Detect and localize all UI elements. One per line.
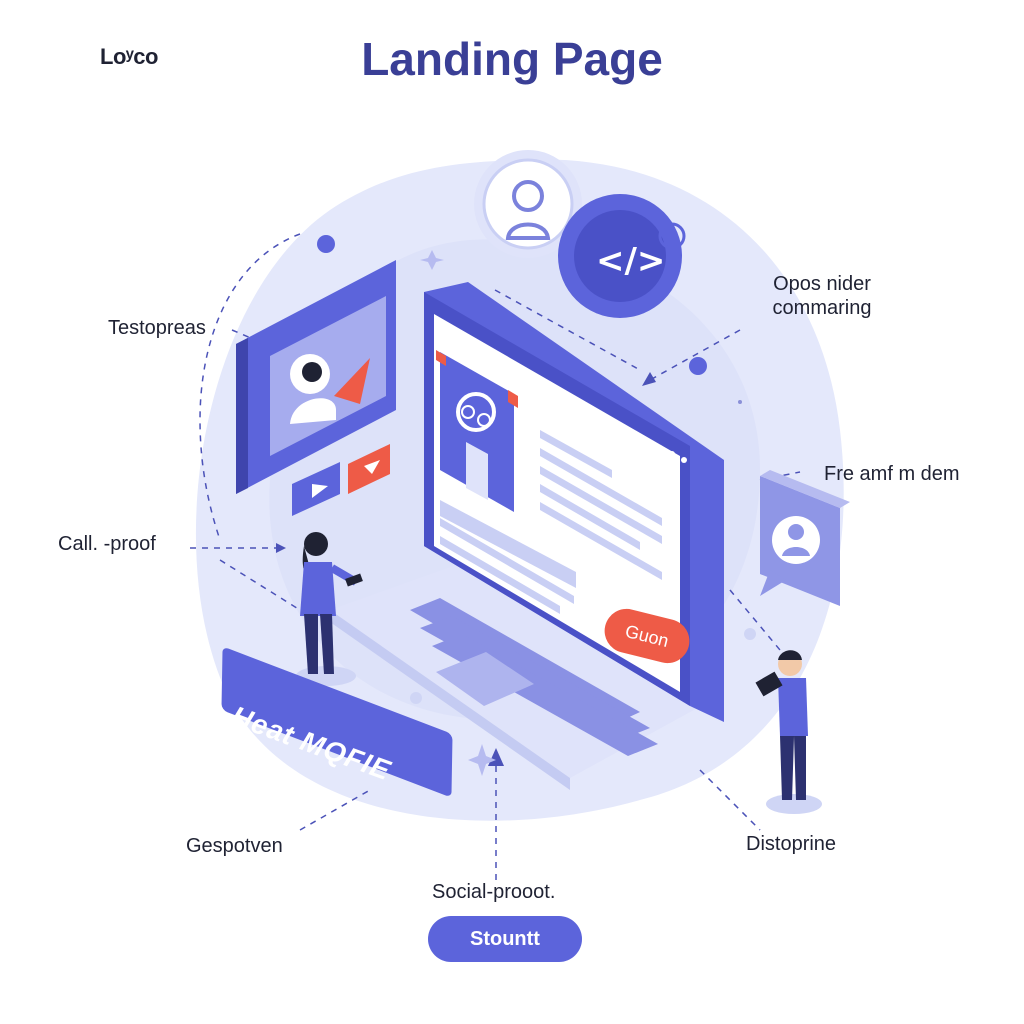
user-icon	[512, 180, 544, 212]
profile-bubble-top	[474, 150, 582, 258]
code-icon: </>	[596, 241, 665, 281]
person-glasses-icon	[456, 392, 496, 432]
chat-bubble-right	[760, 470, 850, 606]
label-right-mid: Fre amf m dem	[824, 463, 960, 485]
label-top-right-line-2: commaring	[772, 297, 872, 319]
dot-4	[744, 628, 756, 640]
label-call-proof: Call. -proof	[58, 533, 156, 555]
small-play-buttons	[292, 444, 390, 516]
text-lines	[440, 430, 662, 614]
arrow-head-opos	[642, 372, 656, 386]
page-title: Landing Page	[361, 33, 663, 85]
arrow-head-call	[276, 543, 286, 553]
connector-opos	[649, 329, 741, 381]
sparkle-2	[468, 744, 496, 776]
dot-1	[317, 235, 335, 253]
connector-lines	[190, 233, 801, 880]
connector-bottom-right	[699, 769, 761, 831]
dot-2	[689, 357, 707, 375]
label-top-right: Opos nider commaring	[752, 272, 892, 320]
label-testopreas: Testopreas	[108, 317, 206, 339]
hero-image	[440, 352, 514, 512]
dot-5	[738, 400, 742, 404]
brand-logo: Loʸco	[100, 44, 158, 69]
cta-button[interactable]: Stountt	[428, 916, 582, 962]
label-distoprine: Distoprine	[746, 833, 837, 855]
left-video-card	[236, 260, 396, 494]
play-icon	[334, 358, 370, 404]
sparkle-1	[420, 250, 444, 270]
trackpad	[436, 652, 534, 706]
code-bubble: </>	[558, 194, 686, 318]
laptop-screen	[424, 282, 724, 722]
connector-mid-left	[219, 559, 301, 611]
connector-top-right	[494, 289, 641, 371]
dot-3	[410, 692, 422, 704]
connector-right-low	[729, 589, 781, 651]
man-figure	[755, 650, 822, 814]
label-social-proof: Social-prooot.	[432, 881, 556, 903]
connector-left-top	[199, 233, 301, 541]
laptop-base	[330, 560, 712, 790]
label-top-right-line-1: Opos nider	[773, 273, 871, 295]
label-gespotven: Gespotven	[186, 835, 283, 857]
connector-bottom-left	[299, 789, 371, 831]
